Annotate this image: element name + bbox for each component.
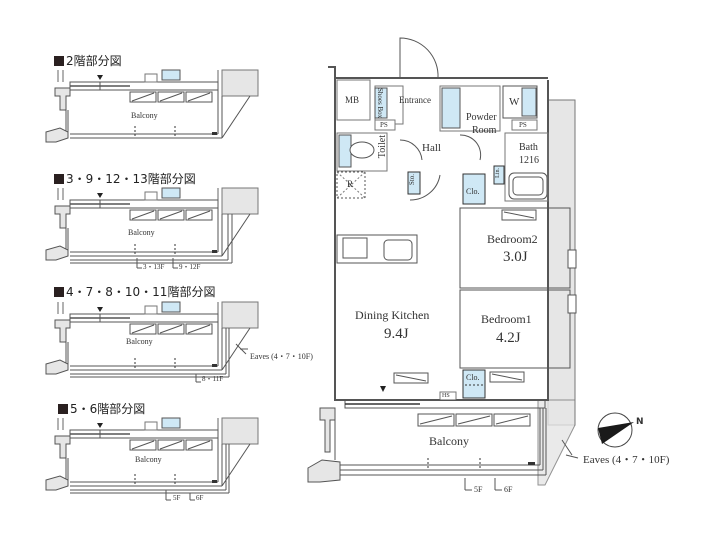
partial-plan-title-2: 3・9・12・13階部分図 [54, 170, 196, 187]
room-washer: W [509, 96, 520, 108]
room-bedroom1-area: 4.2J [496, 330, 521, 346]
room-hall: Hall [422, 142, 441, 154]
room-bedroom1-name: Bedroom1 [481, 312, 532, 326]
room-powder-2: Room [472, 125, 497, 136]
partial-plan-title-3: 4・7・8・10・11階部分図 [54, 283, 215, 300]
room-ps-right: PS [519, 121, 527, 129]
bullet-square-icon [54, 174, 64, 184]
partial-balcony-label-4: Balcony [135, 455, 162, 464]
partial-plan-title-4: 5・6階部分図 [58, 400, 145, 417]
room-closet-upper: Clo. [466, 187, 480, 196]
room-bedroom2-name: Bedroom2 [487, 232, 538, 246]
floor-note-6f: 6F [504, 485, 513, 494]
partial-plan-title-1: 2階部分図 [54, 52, 122, 69]
eaves-label-main: Eaves (4・7・10F) [583, 454, 670, 466]
compass-icon [597, 412, 634, 448]
floor-note-5f: 5F [474, 485, 483, 494]
room-ps-left: PS [380, 121, 388, 129]
room-powder-1: Powder [466, 112, 497, 123]
floor-note: 8・11F [202, 375, 224, 383]
floor-note: 5F [173, 494, 181, 502]
room-dining-kitchen-area: 9.4J [384, 326, 409, 342]
floor-note: 9・12F [179, 263, 201, 271]
room-toilet: Toilet [377, 135, 388, 159]
compass-north-label: N [636, 417, 644, 427]
room-shoes-box: Shoes Box [376, 88, 384, 119]
room-mb: MB [345, 95, 360, 105]
room-linen: Lin. [495, 168, 501, 178]
bullet-square-icon [58, 404, 68, 414]
floor-note: 6F [196, 494, 204, 502]
room-bath-2: 1216 [519, 155, 539, 166]
bullet-square-icon [54, 56, 64, 66]
floor-note: 3・13F [143, 263, 165, 271]
eaves-label-partial: Eaves (4・7・10F) [250, 352, 313, 361]
room-closet-lower: Clo. [466, 373, 480, 382]
room-entrance: Entrance [399, 95, 431, 105]
room-storage: Sto. [408, 174, 416, 186]
bullet-square-icon [54, 287, 64, 297]
room-dining-kitchen-name: Dining Kitchen [355, 308, 430, 322]
room-bedroom2-area: 3.0J [503, 249, 528, 265]
room-balcony: Balcony [429, 434, 469, 448]
partial-balcony-label-2: Balcony [128, 228, 155, 237]
room-refrigerator: R [347, 179, 354, 189]
partial-balcony-label-3: Balcony [126, 337, 153, 346]
partial-balcony-label-1: Balcony [131, 111, 158, 120]
room-hs: HS [442, 393, 450, 399]
room-bath-1: Bath [519, 142, 538, 153]
